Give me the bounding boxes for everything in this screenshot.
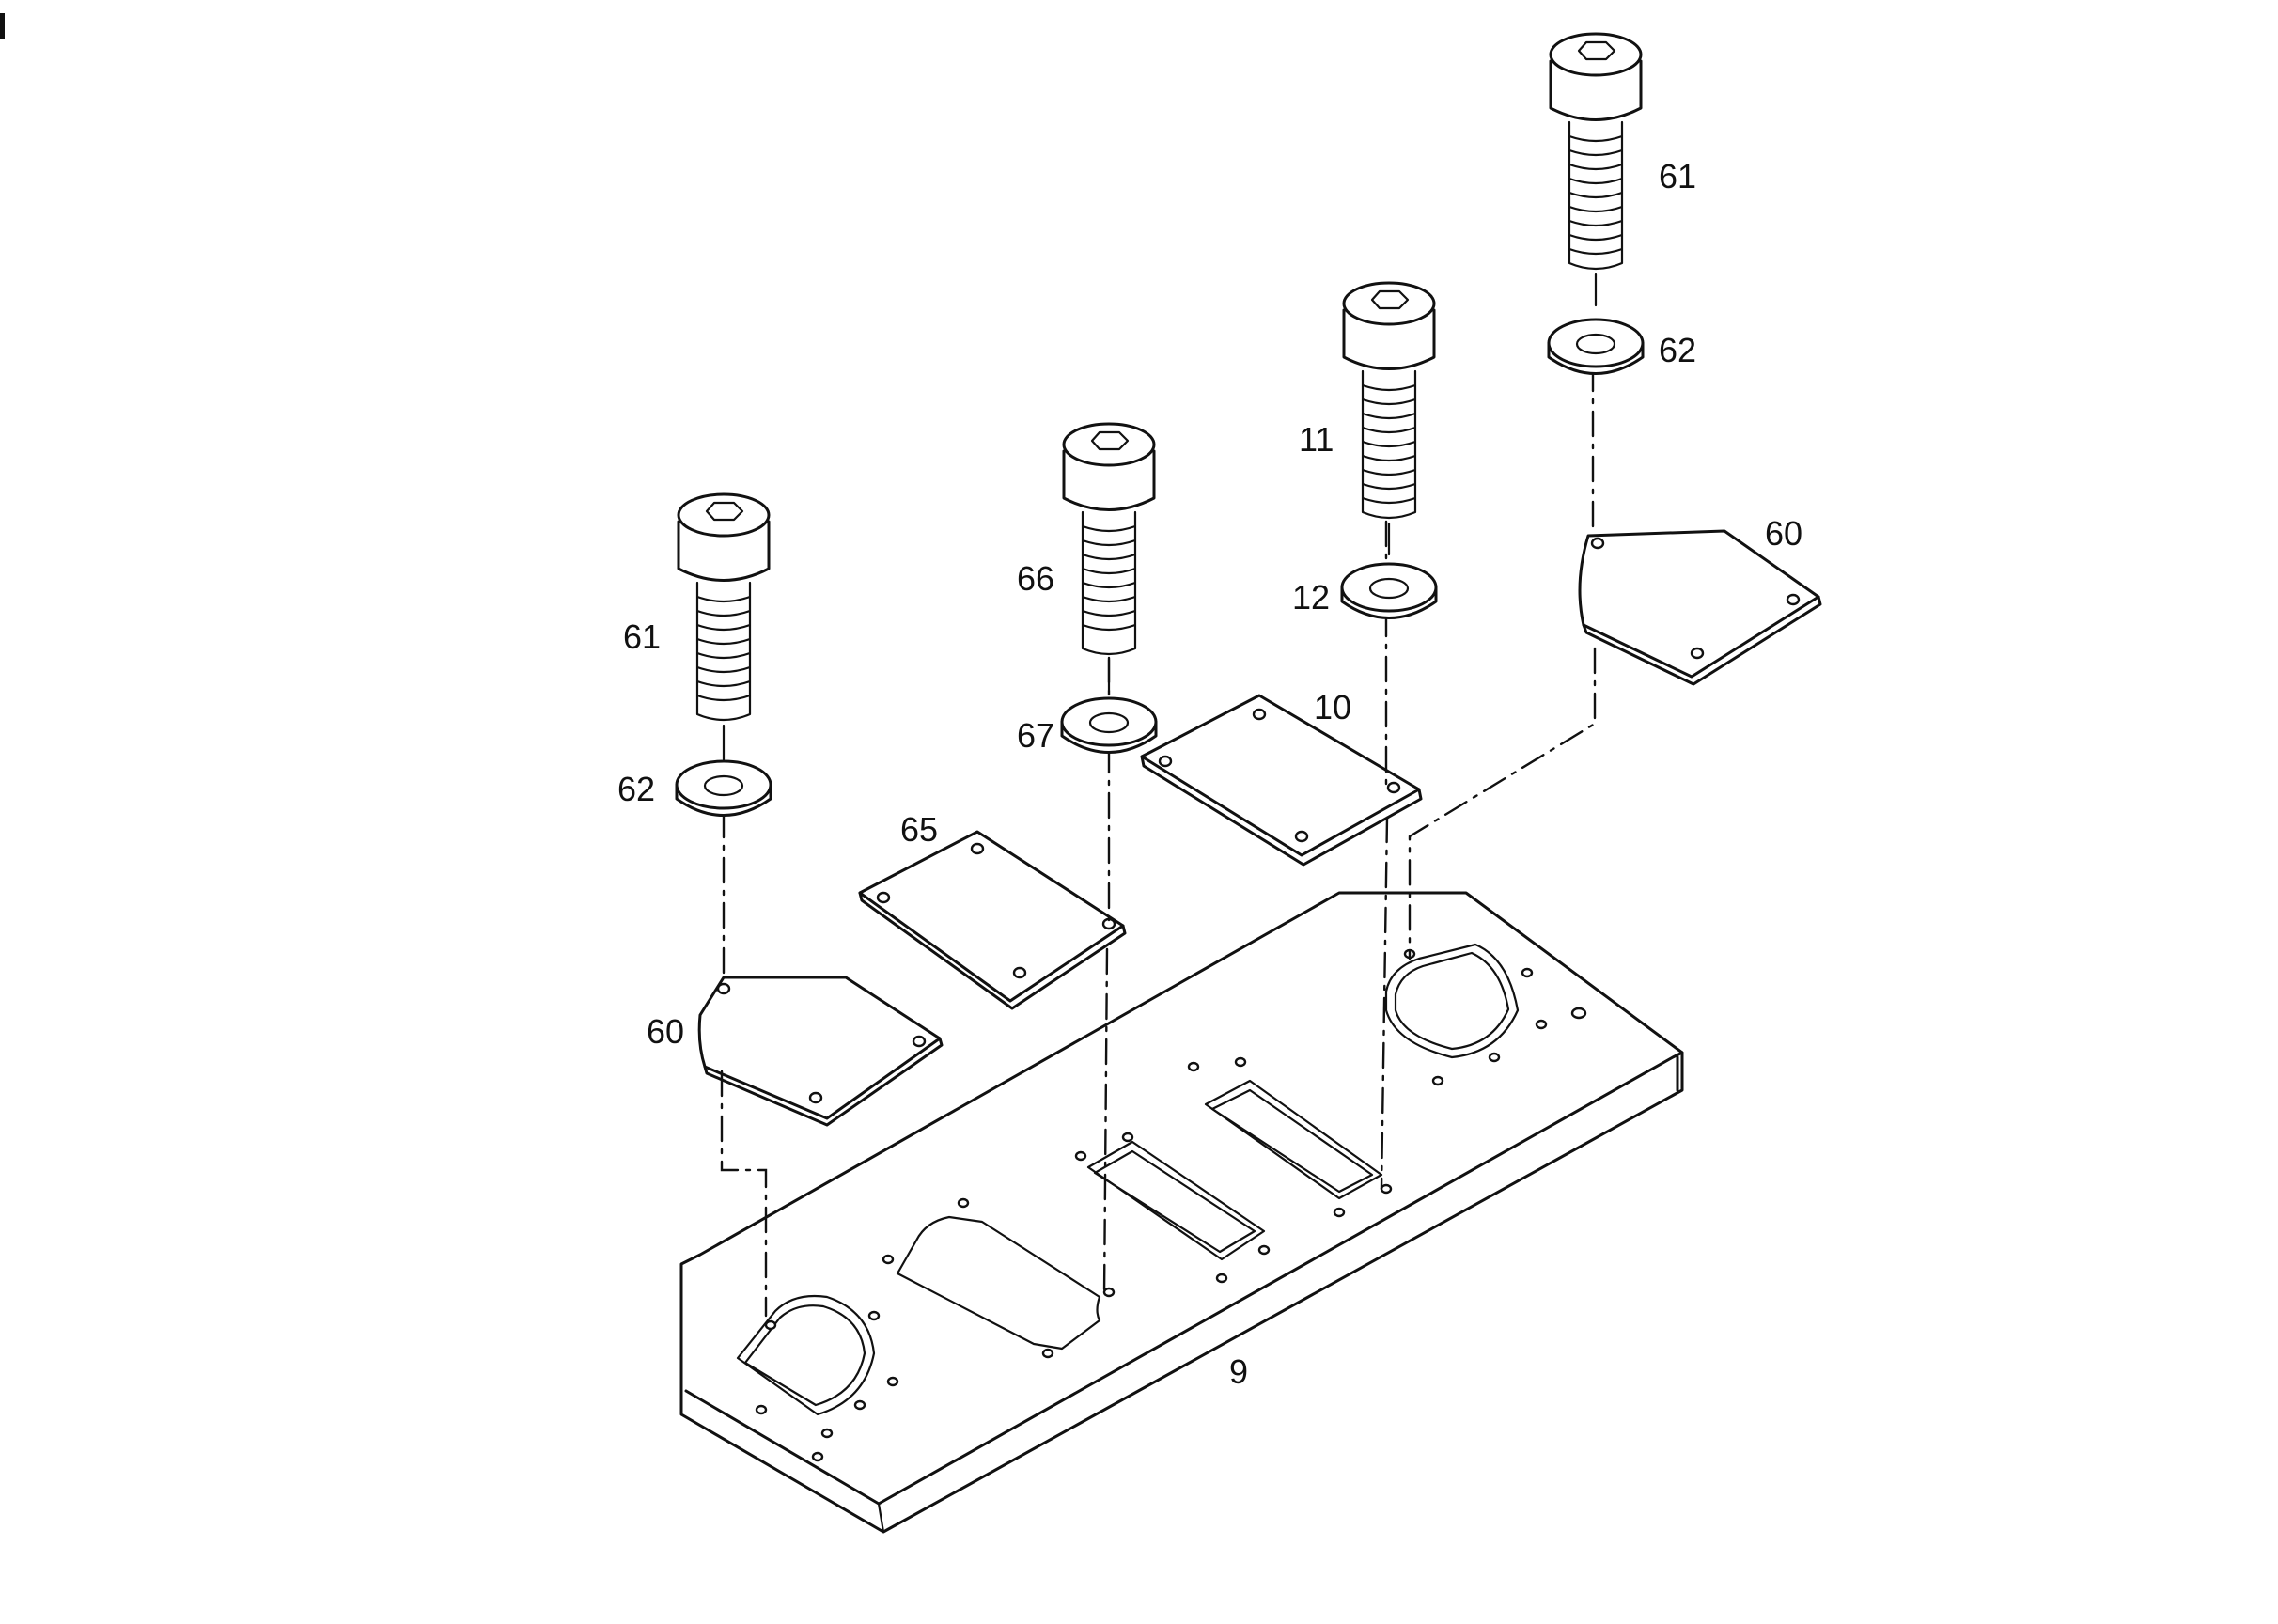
label-part-12: 12 <box>1292 578 1330 617</box>
label-part-66: 66 <box>1017 559 1054 598</box>
cap-screw-66 <box>1062 422 1156 656</box>
label-part-65: 65 <box>900 810 938 849</box>
pad-60-right <box>1578 529 1822 686</box>
callout-labels: 9 10 11 12 60 60 61 61 62 62 65 66 67 <box>617 157 1802 1391</box>
cap-screw-11 <box>1342 281 1436 520</box>
washer-67 <box>1060 696 1158 754</box>
label-part-61-right: 61 <box>1659 157 1696 195</box>
cap-screw-61-right <box>1549 32 1643 271</box>
label-part-60-right: 60 <box>1765 514 1802 553</box>
washer-62-right <box>1547 318 1645 375</box>
label-part-9: 9 <box>1229 1352 1248 1391</box>
plate-10 <box>1140 694 1423 867</box>
label-part-62-right: 62 <box>1659 331 1696 369</box>
label-part-10: 10 <box>1314 688 1351 726</box>
base-plate-holes <box>755 948 1587 1462</box>
label-part-67: 67 <box>1017 716 1054 755</box>
label-part-60-left: 60 <box>647 1012 684 1051</box>
label-part-61-left: 61 <box>623 617 661 656</box>
page-corner-mark <box>0 13 5 39</box>
plate-65 <box>858 830 1127 1010</box>
screw-axis-stems <box>722 273 1598 761</box>
base-plate-9 <box>679 891 1684 1534</box>
washer-62-left <box>675 759 772 817</box>
label-part-62-left: 62 <box>617 770 655 808</box>
cap-screw-61-left <box>677 492 771 722</box>
label-part-11: 11 <box>1299 420 1334 459</box>
assembly-center-lines <box>720 365 1597 1318</box>
washer-12 <box>1340 562 1438 619</box>
pad-60-left <box>697 976 944 1127</box>
